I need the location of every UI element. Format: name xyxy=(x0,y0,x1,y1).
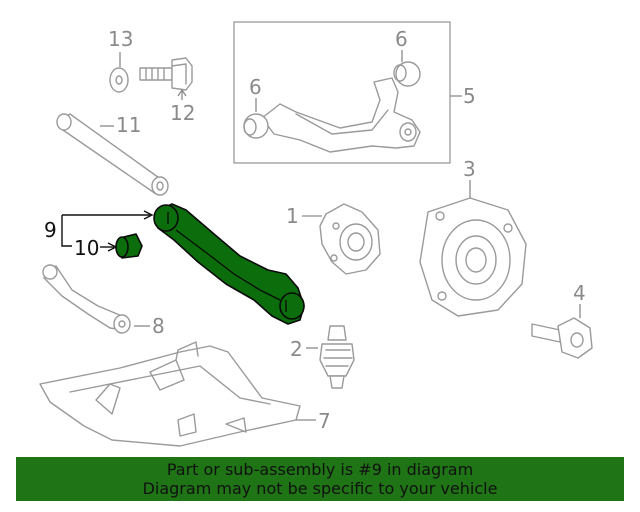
callout-12: 12 xyxy=(170,101,195,125)
part-12-bolt xyxy=(139,57,193,91)
callout-8: 8 xyxy=(152,314,165,338)
part-11-link xyxy=(56,113,169,196)
part-10-bushing-highlighted[interactable] xyxy=(115,233,143,259)
banner-line-1: Part or sub-assembly is #9 in diagram xyxy=(166,460,474,479)
callout-9: 9 xyxy=(44,218,57,242)
callout-11: 11 xyxy=(116,113,141,137)
part-4-bolt xyxy=(531,317,593,359)
part-7-shield xyxy=(39,341,301,447)
callout-2: 2 xyxy=(290,337,303,361)
callout-6-left: 6 xyxy=(249,75,262,99)
part-8-link xyxy=(42,264,131,334)
callout-13: 13 xyxy=(108,27,133,51)
part-3-hub xyxy=(419,197,527,317)
part-5-upper-arm xyxy=(261,77,421,153)
callout-1: 1 xyxy=(286,204,299,228)
leader-12-arrow xyxy=(177,88,187,97)
part-9-control-arm-highlighted[interactable] xyxy=(153,203,305,325)
leader-10-arrow xyxy=(107,242,118,252)
part-6-bushing-left xyxy=(243,113,269,139)
part-13-washer xyxy=(109,67,129,93)
callout-7: 7 xyxy=(318,409,331,433)
fitment-banner: Part or sub-assembly is #9 in diagram Di… xyxy=(16,457,624,501)
callout-3: 3 xyxy=(463,157,476,181)
part-2-ball-joint xyxy=(319,325,355,389)
banner-line-2: Diagram may not be specific to your vehi… xyxy=(142,479,498,498)
leader-9-arrow xyxy=(143,210,154,220)
callout-5: 5 xyxy=(463,84,476,108)
callout-4: 4 xyxy=(573,281,586,305)
part-6-bushing-right xyxy=(393,61,421,87)
callout-6-right: 6 xyxy=(395,27,408,51)
parts-diagram: 13 12 11 5 6 6 xyxy=(39,21,593,447)
leader-9-bracket xyxy=(61,215,72,247)
part-1-knuckle xyxy=(319,203,381,275)
callout-10: 10 xyxy=(74,236,99,260)
